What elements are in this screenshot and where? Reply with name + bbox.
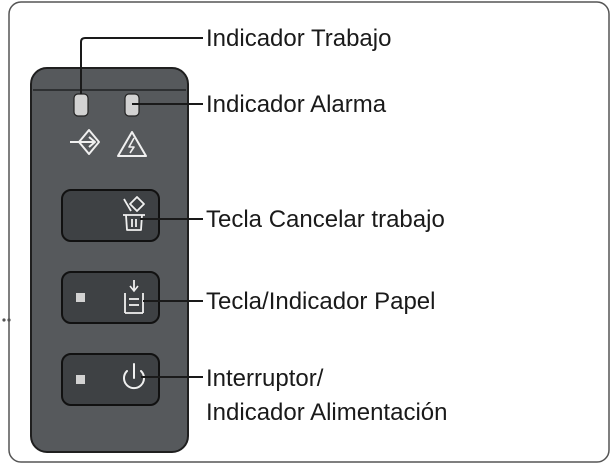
label-alarm-indicator: Indicador Alarma — [206, 91, 387, 118]
leader-lines — [80, 37, 203, 378]
label-cancel-key: Tecla Cancelar trabajo — [206, 206, 445, 233]
power-led — [76, 375, 85, 384]
job-arrow-icon — [70, 129, 100, 155]
paper-tray-icon — [124, 280, 144, 314]
cancel-job-key[interactable] — [61, 189, 160, 242]
paper-led — [76, 293, 85, 302]
label-power-line1: Interruptor/ — [206, 365, 324, 392]
warning-triangle-icon — [117, 131, 147, 157]
label-work-indicator: Indicador Trabajo — [206, 25, 391, 52]
label-power-line2: Indicador Alimentación — [206, 399, 447, 426]
label-paper-key: Tecla/Indicador Papel — [206, 288, 435, 315]
work-leader — [80, 37, 203, 94]
edge-dot — [2, 318, 6, 322]
cancel-job-trash-icon — [123, 196, 145, 231]
work-led — [73, 93, 89, 117]
edge-dot — [7, 318, 11, 322]
